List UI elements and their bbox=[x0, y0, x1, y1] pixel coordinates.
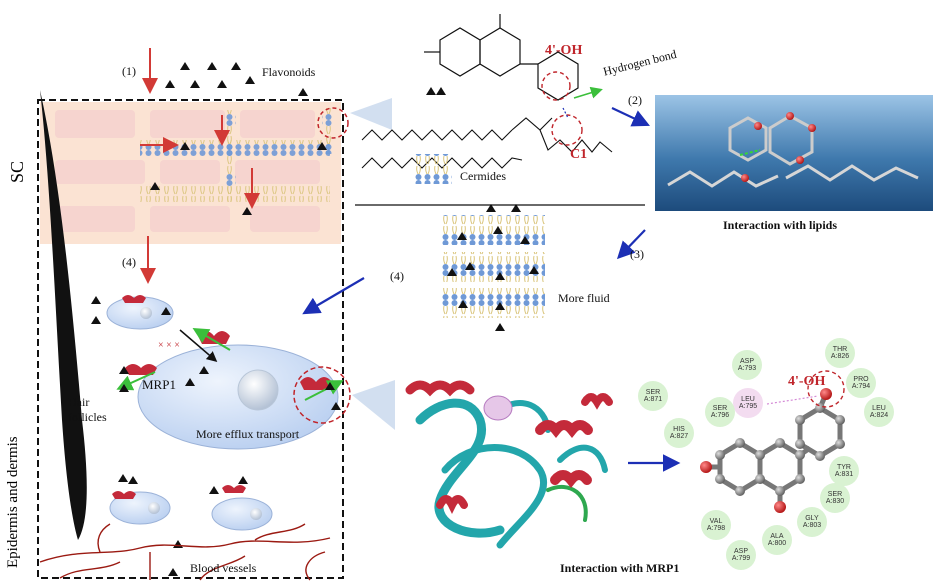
flavanone-structure bbox=[424, 14, 579, 101]
lipid-interaction-render bbox=[655, 95, 933, 211]
hbond-line bbox=[562, 107, 569, 119]
fluid-bilayer bbox=[440, 215, 545, 318]
residue-asp-799: ASP A:799 bbox=[726, 540, 756, 570]
zoom-wedge-mrp1 bbox=[352, 380, 395, 430]
residue-ala-800: ALA A:800 bbox=[762, 525, 792, 555]
flavonoids-label: Flavonoids bbox=[262, 65, 316, 79]
lipid-lamellae bbox=[140, 108, 332, 202]
residue-tyr-831: TYR A:831 bbox=[829, 456, 859, 486]
oh-circle-top bbox=[541, 71, 571, 101]
residue-leu-795: LEU A:795 bbox=[733, 388, 763, 418]
c1-label: C1 bbox=[570, 147, 588, 162]
hair-follicles-label-1: Hair bbox=[68, 395, 90, 409]
skin-box bbox=[37, 99, 344, 579]
mrp1-highlight-circle bbox=[293, 366, 351, 424]
more-fluid-label: More fluid bbox=[558, 291, 610, 305]
mrp1-label: MRP1 bbox=[142, 377, 176, 392]
step-4-left-label: (4) bbox=[122, 255, 136, 269]
oh-bottom-label: 4'-OH bbox=[788, 374, 826, 389]
mrp1-protein-ribbon bbox=[405, 380, 613, 549]
blocked-marks: × × × bbox=[158, 340, 180, 351]
ceramide-bilayer-icon bbox=[414, 154, 452, 184]
residue-leu-824: LEU A:824 bbox=[864, 397, 894, 427]
sc-penetration-arrows bbox=[140, 48, 260, 284]
zoom-wedge-lipid bbox=[350, 98, 392, 130]
cermides-label: Cermides bbox=[460, 169, 506, 183]
step-4-mid-label: (4) bbox=[390, 269, 404, 283]
hbond-arrow bbox=[573, 86, 603, 99]
residue-pro-794: PRO A:794 bbox=[846, 368, 876, 398]
epidermis-dermis-label: Epidermis and dermis bbox=[5, 436, 21, 568]
free-triangles-mid bbox=[426, 87, 446, 95]
step-3-label: (3) bbox=[630, 247, 644, 261]
efflux-arrows bbox=[116, 327, 344, 401]
interaction-mrp1-label: Interaction with MRP1 bbox=[560, 561, 680, 575]
blood-vessels-label: Blood vessels bbox=[190, 561, 257, 575]
hair-follicle bbox=[40, 90, 87, 540]
oh-top-label: 4'-OH bbox=[545, 43, 583, 58]
step-2-label: (2) bbox=[628, 93, 642, 107]
oh-circle-bottom bbox=[807, 370, 845, 408]
cell-lower-right bbox=[211, 497, 273, 531]
residue-ser-796: SER A:796 bbox=[705, 397, 735, 427]
ligand-2d-diagram bbox=[700, 388, 845, 513]
fluid-triangles bbox=[447, 204, 539, 331]
residue-gly-803: GLY A:803 bbox=[797, 507, 827, 537]
hair-follicles-label-2: follicles bbox=[68, 410, 107, 424]
residue-asp-793: ASP A:793 bbox=[732, 350, 762, 380]
blocked-arrow bbox=[179, 329, 218, 362]
residue-ser-830: SER A:830 bbox=[820, 483, 850, 513]
residue-val-798: VAL A:798 bbox=[701, 510, 731, 540]
residue-thr-826: THR A:826 bbox=[825, 338, 855, 368]
residue-ser-871: SER A:871 bbox=[638, 381, 668, 411]
residue-his-827: HIS A:827 bbox=[664, 418, 694, 448]
interaction-lipids-label: Interaction with lipids bbox=[723, 218, 838, 232]
cell-large bbox=[137, 344, 339, 450]
sc-label: SC bbox=[7, 160, 27, 183]
cell-lower-left bbox=[109, 491, 171, 525]
step-1-label: (1) bbox=[122, 64, 136, 78]
more-efflux-label: More efflux transport bbox=[196, 427, 300, 441]
flavonoid-triangles bbox=[150, 62, 327, 215]
c1-circle bbox=[551, 114, 583, 146]
corneocytes bbox=[55, 110, 320, 232]
lipid-highlight-circle bbox=[317, 107, 349, 139]
blue-arrows bbox=[302, 107, 681, 472]
blood-vessels bbox=[39, 523, 331, 581]
